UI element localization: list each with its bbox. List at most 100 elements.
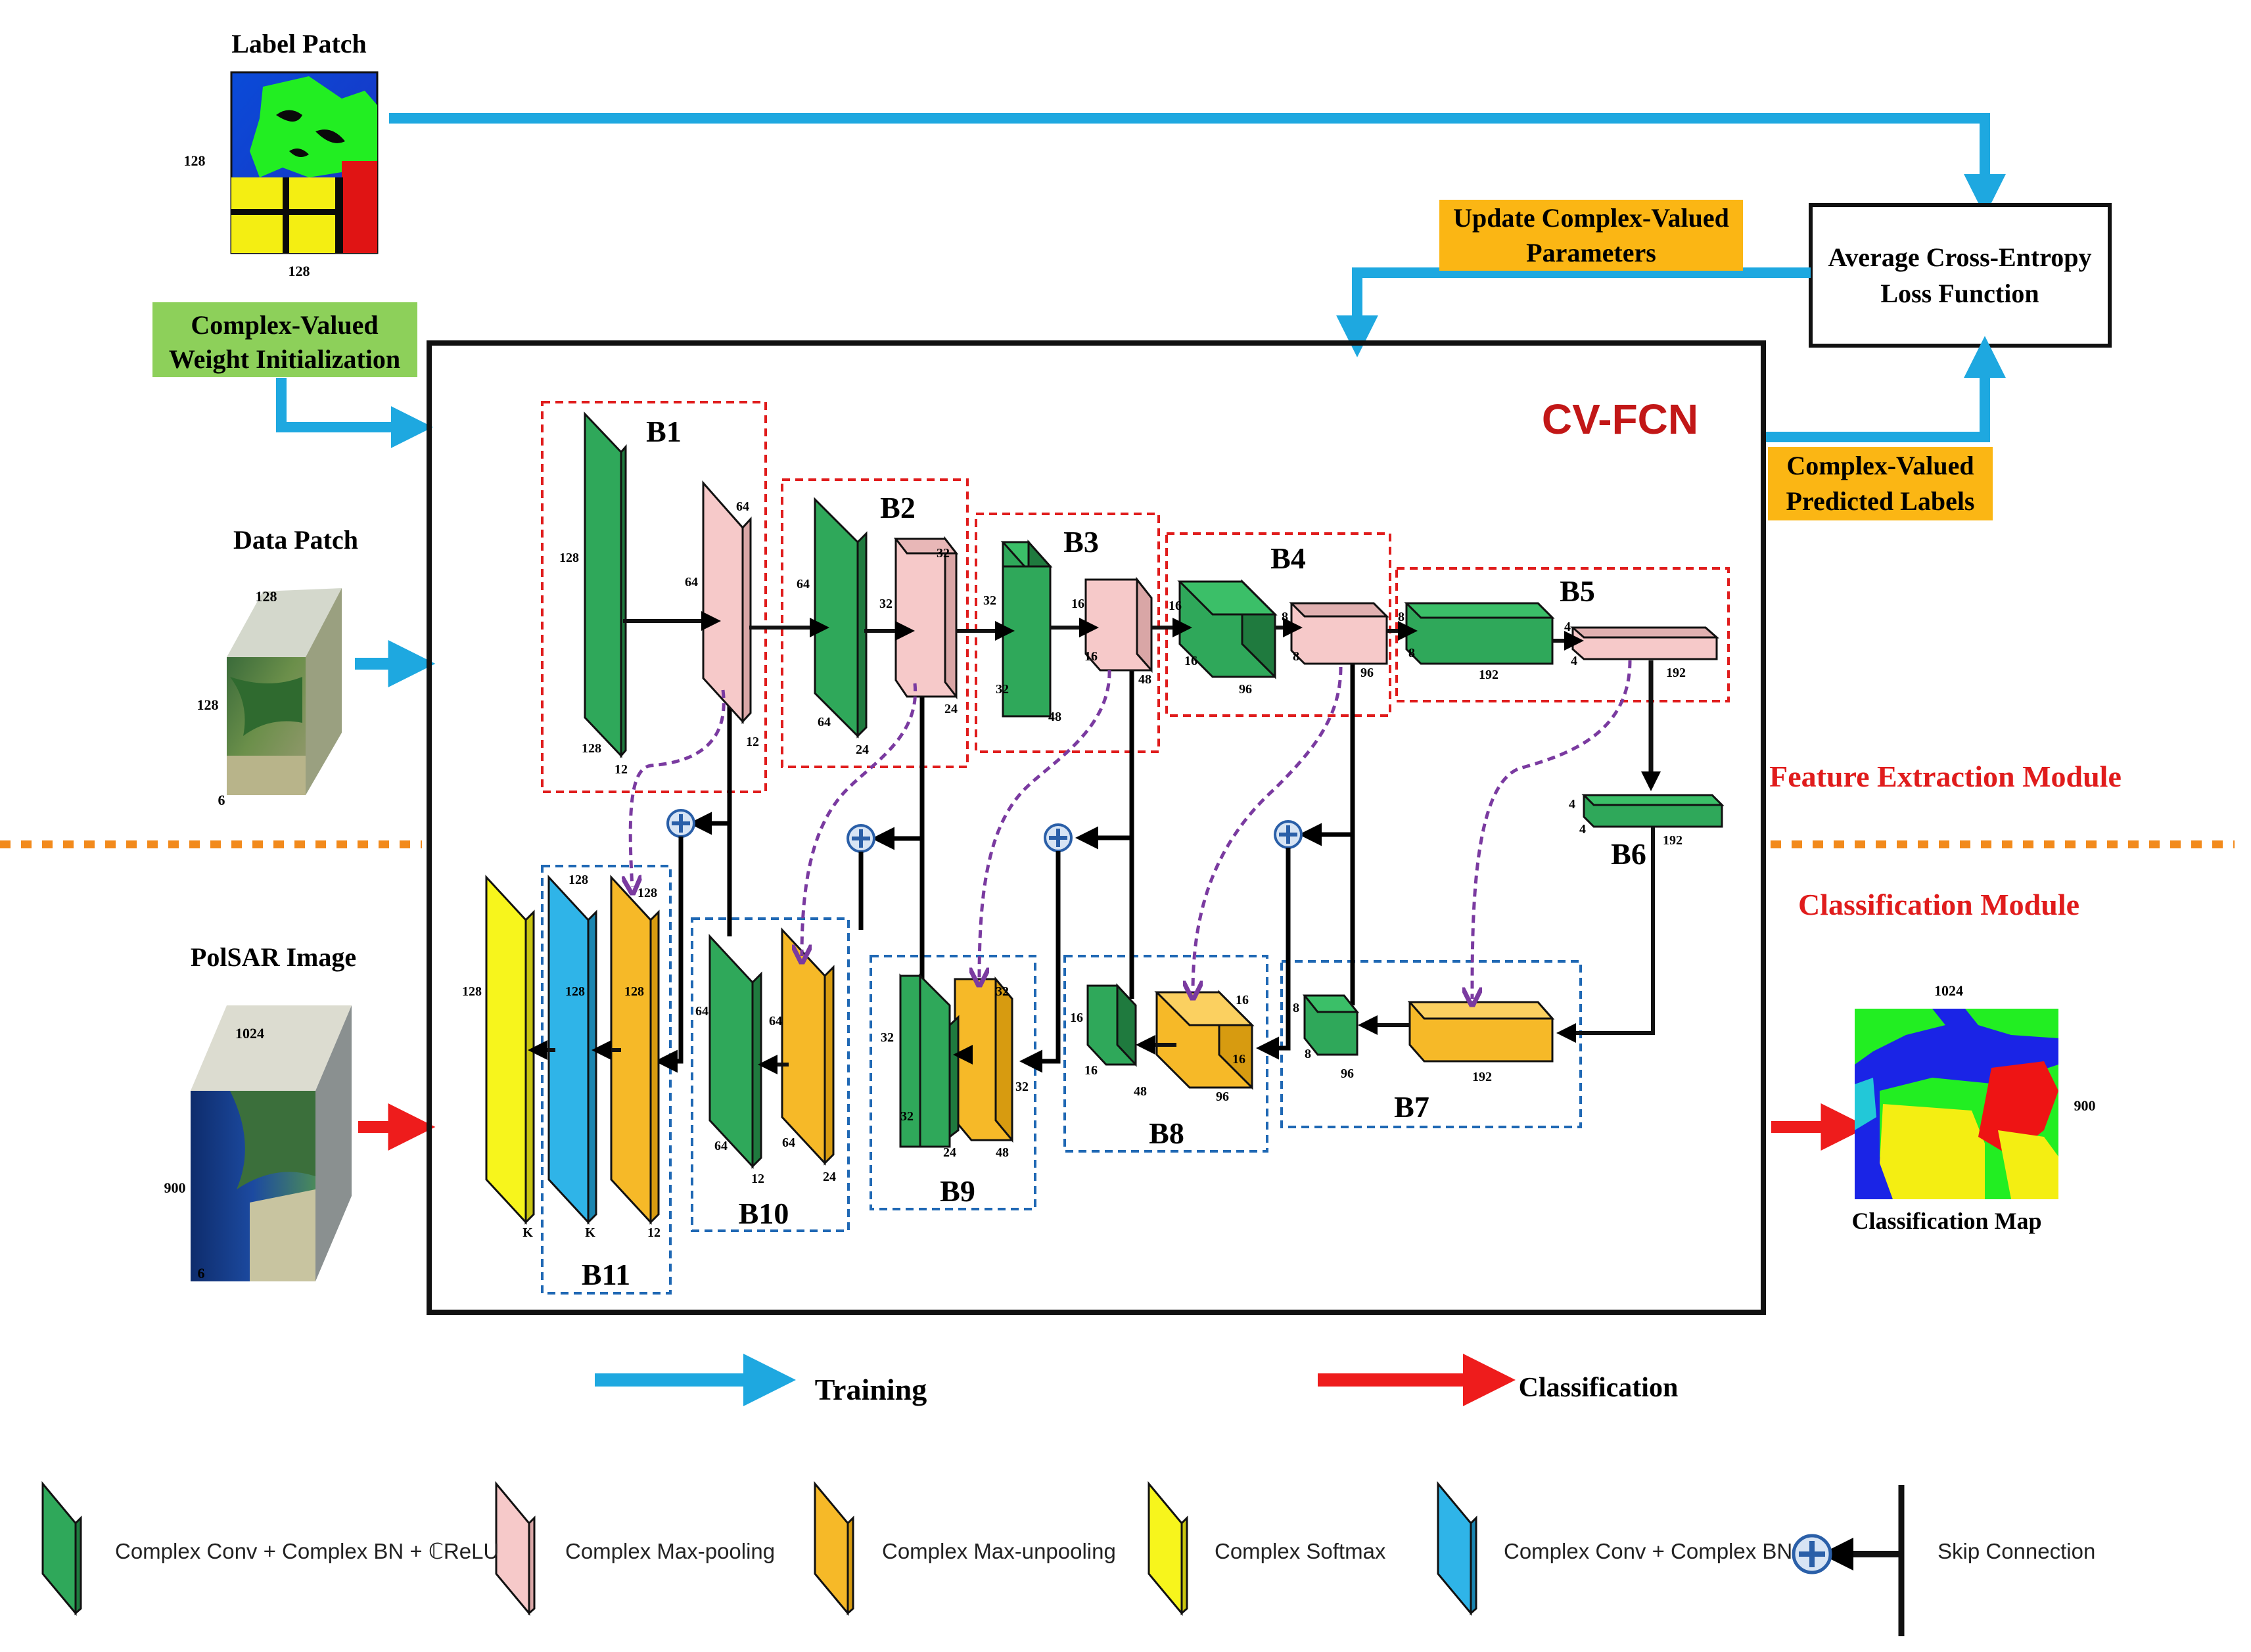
data-patch-depth-dim: 6: [218, 792, 225, 808]
pool-index-b1-b11: [630, 689, 726, 887]
dim-b7-d: 192: [1472, 1070, 1492, 1084]
skip-plus-nodes: [666, 809, 1303, 853]
training-legend-label: Training: [815, 1373, 927, 1406]
feature-module-label: Feature Extraction Module: [1769, 760, 2122, 793]
dim-b6-a: 4: [1569, 797, 1575, 812]
b7-conv-layer: [1302, 994, 1360, 1056]
label-patch-image: [230, 71, 379, 254]
block-b5-box: [1395, 567, 1730, 702]
b11-convbn-layer: [547, 875, 597, 1225]
label-patch: Label Patch 128 128: [184, 29, 379, 279]
b1-pool-layer: [702, 480, 752, 724]
dim-b1-b: 128: [582, 741, 601, 756]
flow-b6-b7: [1556, 827, 1655, 1043]
dim-b6-b: 4: [1579, 822, 1586, 837]
block-b8-label: B8: [1149, 1116, 1184, 1150]
legend-convbn-swatch: [1437, 1480, 1477, 1617]
classification-map-image: [1855, 1009, 2058, 1199]
dimension-labels: 128 128 12 64 64 12 64 64 24 32 32 24 32…: [462, 499, 1686, 1240]
dim-b1-c: 12: [615, 762, 628, 777]
dim-b1-d: 64: [685, 575, 698, 589]
block-b11-label: B11: [582, 1258, 630, 1291]
data-patch-side-dim: 128: [197, 697, 219, 713]
b6-conv-layer: [1581, 794, 1725, 828]
update-params-arrow: [1336, 267, 1811, 357]
dim-b5-e: 4: [1571, 654, 1577, 668]
b7-unpool-layer: [1407, 1001, 1555, 1063]
legend-conv-swatch: [41, 1480, 82, 1617]
b2-conv-layer: [814, 497, 868, 739]
dim-b4-c: 96: [1239, 682, 1252, 697]
label-patch-title: Label Patch: [231, 29, 367, 58]
dim-b5-b: 8: [1408, 646, 1415, 660]
loss-function-box: Average Cross-Entropy Loss Function: [1809, 203, 2112, 348]
pool-index-b3-b9: [979, 670, 1111, 979]
plus-icon: [1044, 823, 1073, 852]
plus-b9-to-unpool: [1019, 851, 1061, 1073]
legend-convbn-label: Complex Conv + Complex BN: [1504, 1539, 1792, 1563]
block-b3-label: B3: [1063, 525, 1099, 559]
dim-b2-b: 64: [818, 715, 831, 729]
b9-unpool-layer: [954, 976, 1013, 1143]
dim-b8-f: 96: [1216, 1090, 1229, 1104]
b5-pool-layer: [1570, 626, 1719, 660]
dim-b11-d: K: [585, 1226, 595, 1240]
block-b8-box: [1063, 955, 1268, 1153]
dim-b4-b: 16: [1184, 654, 1197, 668]
dim-b2-e: 32: [937, 546, 950, 561]
dim-b1-a: 128: [559, 551, 579, 565]
flow-legend: Training Classification: [595, 1354, 1678, 1406]
dim-b3-c: 48: [1048, 710, 1061, 724]
dim-b11-b: K: [522, 1226, 533, 1240]
block-b1-box: [541, 401, 767, 793]
b2-pool-layer: [893, 536, 959, 700]
dim-b3-b: 32: [996, 682, 1009, 697]
weight-init-line-1: Complex-Valued: [191, 310, 378, 340]
dim-b2-c: 24: [856, 743, 869, 757]
polsar-side-dim: 900: [164, 1180, 186, 1196]
dim-b11-c: 128: [569, 873, 588, 887]
dim-b8-c: 48: [1134, 1084, 1147, 1099]
dim-b6-c: 192: [1663, 833, 1682, 848]
dim-b10-d: 64: [769, 1014, 782, 1028]
classification-module-label: Classification Module: [1798, 888, 2079, 921]
legend-unpool-label: Complex Max-unpooling: [882, 1539, 1116, 1563]
encoder-layers: [584, 411, 1725, 828]
classification-map-side-dim: 900: [2074, 1097, 2096, 1114]
plus-icon: [666, 809, 695, 838]
block-b2-box: [781, 478, 969, 768]
pool-index-b2-b10: [802, 683, 917, 956]
dim-b8-b: 16: [1084, 1063, 1098, 1078]
decoder-layers: [485, 875, 1555, 1225]
layer-legend: [41, 1480, 1477, 1617]
classification-map: 1024 900 Classification Map: [1851, 982, 2095, 1234]
b10-unpool-layer: [781, 927, 835, 1166]
legend-unpool-swatch: [814, 1480, 854, 1617]
update-params-line-1: Update Complex-Valued: [1453, 203, 1729, 233]
block-b5-label: B5: [1560, 574, 1595, 608]
classification-map-top-dim: 1024: [1934, 982, 1963, 999]
dim-b1-f: 12: [746, 735, 759, 749]
dim-b11-e: 128: [638, 886, 657, 900]
data-patch-title: Data Patch: [233, 525, 358, 555]
data-patch: Data Patch 128 128 6: [197, 525, 358, 808]
dim-b4-f: 96: [1360, 666, 1374, 680]
b10-conv-layer: [708, 934, 762, 1169]
b8-unpool-layer: [1154, 990, 1255, 1090]
softmax-layer: [485, 875, 535, 1225]
block-b4-box: [1165, 532, 1391, 717]
predicted-labels-note: Complex-Valued Predicted Labels: [1768, 447, 1993, 520]
plus-b8-to-unpool: [1256, 848, 1291, 1060]
dim-b3-f: 48: [1138, 672, 1151, 687]
block-b4-label: B4: [1270, 541, 1306, 575]
loss-line-2: Loss Function: [1880, 279, 2039, 308]
b4-conv-layer: [1177, 579, 1278, 679]
b1-conv-layer: [584, 411, 627, 758]
predicted-labels-line-2: Predicted Labels: [1786, 486, 1974, 516]
dim-b9-c: 24: [943, 1145, 956, 1160]
dim-b11-g: 12: [647, 1226, 661, 1240]
dim-b7-a: 8: [1293, 1001, 1299, 1015]
legend-skip-label: Skip Connection: [1938, 1539, 2095, 1563]
cv-fcn-frame: [427, 340, 1766, 1315]
